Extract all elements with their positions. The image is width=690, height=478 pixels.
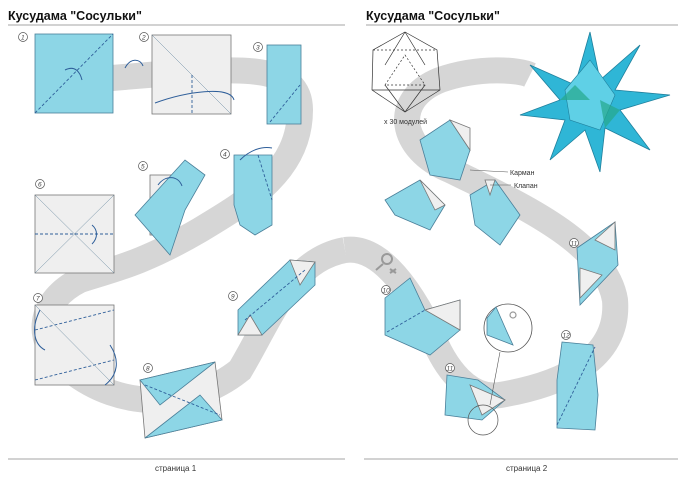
page1-footer: страница 1 (155, 464, 197, 473)
svg-text:10: 10 (383, 288, 391, 295)
step-8: 8 (139, 361, 223, 439)
detail-zoom-circle (483, 303, 533, 353)
step-11a: 11 (444, 363, 506, 436)
magnify-icon (375, 253, 397, 274)
step-6: 6 (34, 179, 115, 274)
step-5: 5 (134, 159, 206, 256)
step-11b: 11 (569, 221, 619, 306)
flap-label: Клапан (514, 183, 538, 190)
pocket-label: Карман (510, 170, 535, 177)
step-9: 9 (228, 259, 316, 336)
svg-text:6: 6 (38, 182, 42, 189)
step-2: 2 (139, 32, 235, 115)
step-12: 12 (556, 330, 599, 431)
svg-text:3: 3 (256, 45, 260, 52)
svg-text:7: 7 (36, 296, 40, 303)
svg-text:9: 9 (231, 294, 235, 301)
svg-text:12: 12 (563, 333, 571, 340)
svg-text:1: 1 (21, 35, 25, 42)
pocket-leader-line (469, 169, 509, 173)
svg-text:11: 11 (571, 241, 578, 248)
svg-text:2: 2 (141, 35, 146, 42)
turn-over-icon (124, 59, 144, 69)
zoom-leader-line (489, 351, 501, 406)
finished-kusudama-star (519, 31, 671, 173)
svg-text:11: 11 (447, 366, 454, 373)
assembly-diagram (384, 119, 521, 246)
page2-title: Кусудама "Сосульки" (366, 9, 500, 23)
svg-text:5: 5 (141, 164, 145, 171)
page2-footer: страница 2 (506, 464, 548, 473)
page1-title: Кусудама "Сосульки" (8, 9, 142, 23)
svg-text:4: 4 (223, 152, 227, 159)
modules-count-label: x 30 модулей (384, 118, 427, 126)
icosahedron-diagram (371, 31, 441, 113)
step-3: 3 (253, 42, 302, 125)
step-10: 10 (381, 277, 461, 356)
step-1: 1 (18, 32, 114, 114)
step-7: 7 (33, 293, 117, 386)
svg-text:8: 8 (146, 366, 150, 373)
step-4: 4 (220, 147, 273, 236)
